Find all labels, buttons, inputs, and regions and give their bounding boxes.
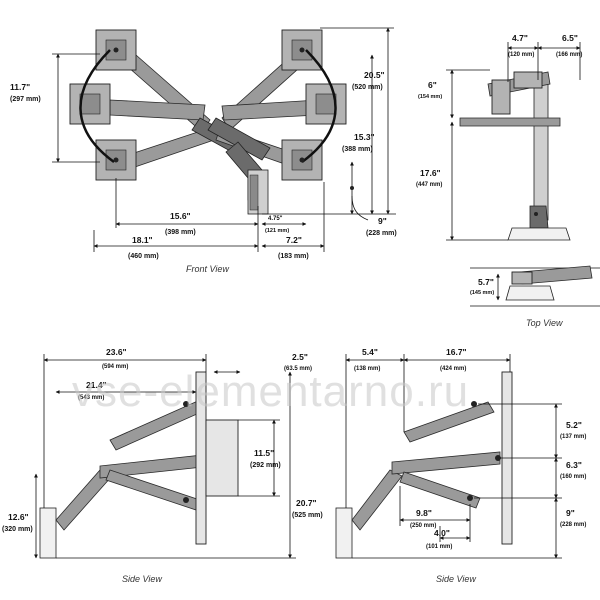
dim-228r-in: 9"	[566, 508, 575, 518]
dim-101-mm: (101 mm)	[426, 544, 452, 550]
dim-138-in: 5.4"	[362, 347, 378, 357]
dim-525-mm: (525 mm)	[292, 512, 323, 519]
dim-424-in: 16.7"	[446, 347, 467, 357]
dim-292-in: 11.5"	[254, 448, 274, 458]
dim-250-in: 9.8"	[416, 508, 432, 518]
top-view: 5.7" (145 mm) Top View	[470, 265, 600, 328]
front-swing-arc-left	[79, 49, 115, 164]
dim-145-in: 5.7"	[478, 277, 494, 287]
side-top-desk	[459, 117, 561, 127]
dim-543-mm: (543 mm)	[78, 395, 104, 401]
dim-297-mm: (297 mm)	[10, 96, 41, 103]
dim-460-in: 18.1"	[132, 235, 153, 245]
dim-320-mm: (320 mm)	[2, 526, 33, 533]
dim-154-in: 6"	[428, 80, 437, 90]
dim-145-mm: (145 mm)	[470, 290, 494, 296]
dim-183-in: 7.2"	[286, 235, 302, 245]
front-view: 11.7" (297 mm) 20.5" (520 mm) 15.3" (388…	[10, 27, 397, 274]
dim-250-mm: (250 mm)	[410, 523, 436, 529]
front-right-arm-assembly	[207, 29, 347, 181]
dim-160-mm: (160 mm)	[560, 474, 586, 480]
dim-447-mm: (447 mm)	[416, 182, 442, 188]
dim-120-in: 4.7"	[512, 33, 528, 43]
dim-228-mm: (228 mm)	[366, 230, 397, 237]
front-swing-arc-right	[301, 49, 337, 164]
dim-447-in: 17.6"	[420, 168, 441, 178]
dim-292-mm: (292 mm)	[250, 462, 281, 469]
dim-101-in: 4.0"	[434, 528, 450, 538]
dim-388-in: 15.3"	[354, 132, 375, 142]
front-view-caption: Front View	[186, 264, 229, 274]
dim-543-in: 21.4"	[86, 380, 107, 390]
dim-183-mm: (183 mm)	[278, 253, 309, 260]
top-view-caption: Top View	[526, 318, 563, 328]
dim-160-in: 6.3"	[566, 460, 582, 470]
dim-138-mm: (138 mm)	[354, 366, 380, 372]
side-view-right-caption: Side View	[436, 574, 476, 584]
dim-320-in: 12.6"	[8, 512, 29, 522]
dim-228-in: 9"	[378, 216, 387, 226]
dim-121-in: 4.75"	[268, 216, 283, 222]
dim-120-mm: (120 mm)	[508, 52, 534, 58]
dim-424-mm: (424 mm)	[440, 366, 466, 372]
dim-520-mm: (520 mm)	[352, 84, 383, 91]
dim-121-mm: (121 mm)	[265, 228, 289, 234]
dim-398-in: 15.6"	[170, 211, 191, 221]
side-left-wall-bracket	[39, 507, 57, 559]
dim-520-in: 20.5"	[364, 70, 385, 80]
dim-525-in: 20.7"	[296, 498, 317, 508]
side-right-wall-bracket	[335, 507, 353, 559]
dim-228r-mm: (228 mm)	[560, 522, 586, 528]
dim-594-mm: (594 mm)	[102, 364, 128, 370]
dim-635-in: 2.5"	[292, 352, 308, 362]
dim-137-in: 5.2"	[566, 420, 582, 430]
dim-166-mm: (166 mm)	[556, 52, 582, 58]
side-top-pole	[533, 79, 549, 221]
side-left-monitor	[205, 419, 239, 497]
dim-137-mm: (137 mm)	[560, 434, 586, 440]
side-view-left-caption: Side View	[122, 574, 162, 584]
front-left-arm-assembly	[69, 29, 241, 181]
dim-297-in: 11.7"	[10, 82, 30, 92]
dim-398-mm: (398 mm)	[165, 229, 196, 236]
dim-388-mm: (388 mm)	[342, 146, 373, 153]
watermark: vse-elementarno.ru	[72, 367, 469, 416]
dim-594-in: 23.6"	[106, 347, 127, 357]
side-view-left: 23.6" (594 mm) 21.4" (543 mm) 2.5" (63.5…	[2, 347, 323, 584]
dim-154-mm: (154 mm)	[418, 94, 442, 100]
dim-166-in: 6.5"	[562, 33, 578, 43]
dim-460-mm: (460 mm)	[128, 253, 159, 260]
side-top-base	[507, 227, 571, 241]
dim-635-mm: (63.5 mm)	[284, 366, 312, 372]
side-view-top: 4.7" (120 mm) 6.5" (166 mm) 6" (154 mm) …	[416, 33, 582, 241]
side-view-right: 5.4" (138 mm) 16.7" (424 mm) 5.2" (137 m…	[335, 347, 586, 584]
